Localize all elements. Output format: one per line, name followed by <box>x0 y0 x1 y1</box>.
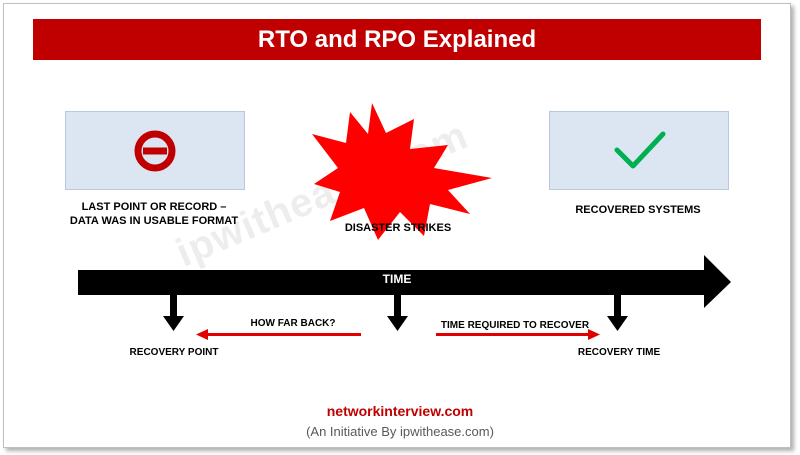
page-title: RTO and RPO Explained <box>33 19 761 60</box>
footer-site: networkinterview.com <box>326 403 474 419</box>
recovery-point-marker <box>163 295 184 331</box>
recovered-systems-panel <box>549 111 729 190</box>
recovered-caption: RECOVERED SYSTEMS <box>575 204 701 216</box>
footer-initiative: (An Initiative By ipwithease.com) <box>306 424 494 439</box>
time-label: TIME <box>382 272 412 286</box>
disaster-marker <box>387 295 408 331</box>
time-axis-arrowhead <box>704 255 731 308</box>
last-record-caption-line1: LAST POINT OR RECORD – <box>81 201 227 213</box>
starburst-icon <box>312 103 492 240</box>
recovery-time-marker <box>607 295 628 331</box>
slide-frame <box>3 3 791 448</box>
how-far-back-label: HOW FAR BACK? <box>250 318 336 329</box>
last-record-panel <box>65 111 245 190</box>
time-axis <box>78 270 708 295</box>
disaster-caption: DISASTER STRIKES <box>344 222 452 234</box>
last-record-caption-line2: DATA WAS IN USABLE FORMAT <box>69 215 239 227</box>
recovery-time-label: RECOVERY TIME <box>577 347 661 358</box>
recovery-point-label: RECOVERY POINT <box>129 347 219 358</box>
how-far-back-arrow <box>196 329 361 340</box>
last-record-caption: LAST POINT OR RECORD – DATA WAS IN USABL… <box>40 200 268 228</box>
time-required-label: TIME REQUIRED TO RECOVER <box>440 320 590 331</box>
prohibited-icon <box>134 130 176 171</box>
checkmark-icon <box>614 131 666 168</box>
time-to-recover-arrow <box>436 329 600 340</box>
